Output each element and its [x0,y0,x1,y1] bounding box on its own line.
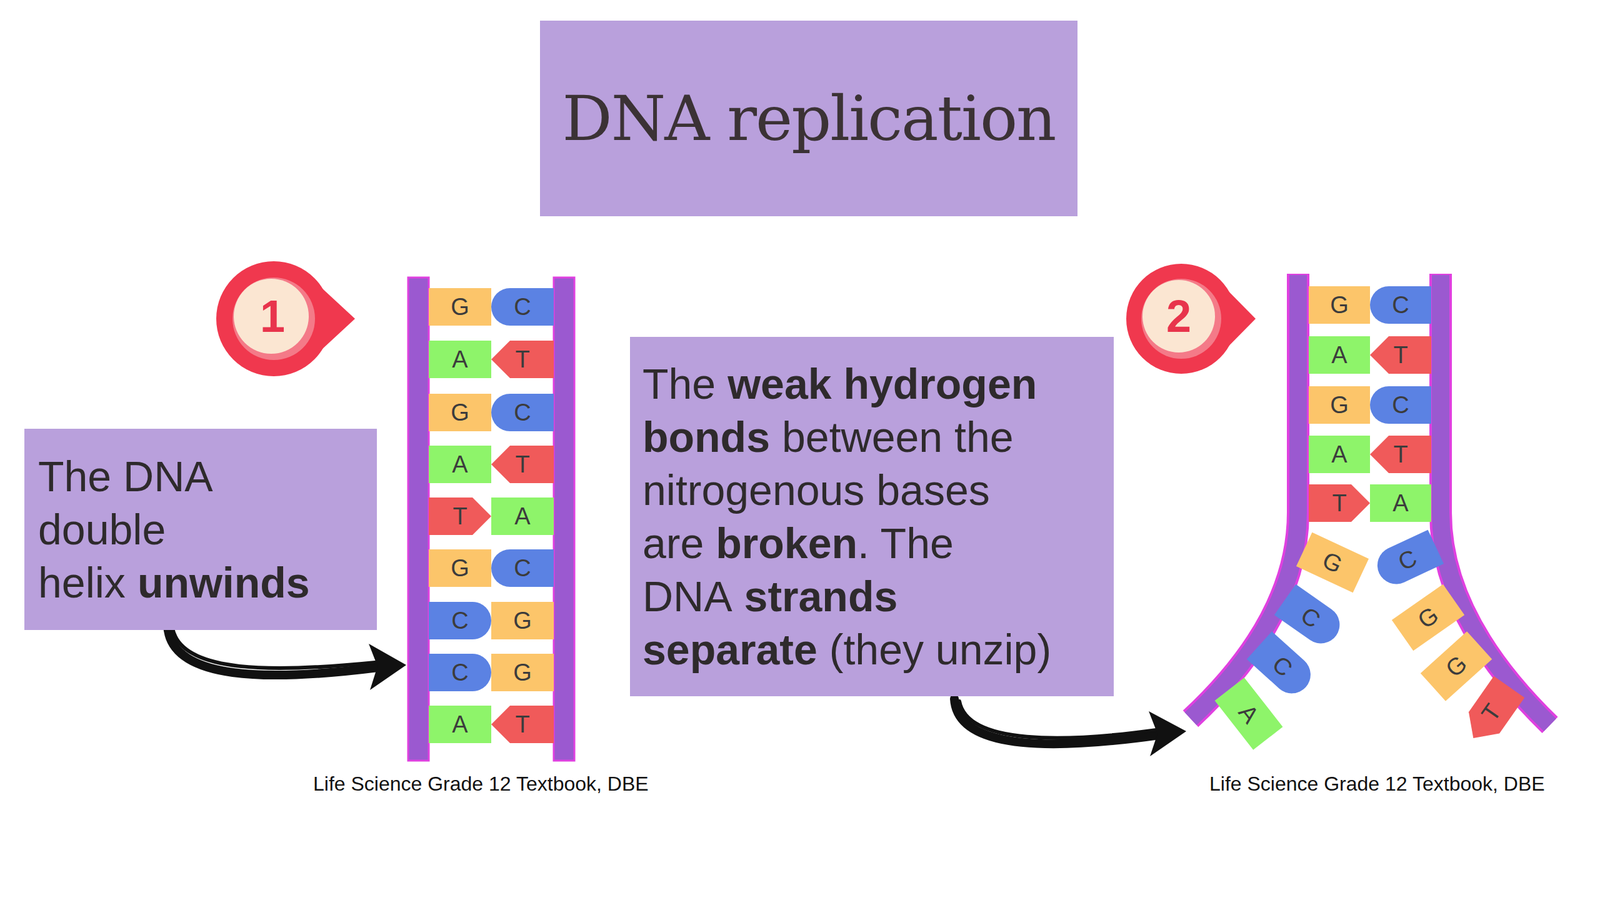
title-box: DNA replication [540,20,1078,217]
nitrogenous-base [491,340,554,379]
base-letter: G [441,552,479,584]
base-letter: G [441,291,479,323]
base-letter: A [441,343,479,375]
nitrogenous-base [1296,532,1369,594]
sugar-phosphate-backbone [408,277,429,761]
title: DNA replication [561,81,1055,155]
source-citation: Life Science Grade 12 Textbook, DBE [313,772,649,796]
nitrogenous-base [1308,484,1370,522]
nitrogenous-base [491,497,554,535]
base-letter: G [503,656,542,689]
nitrogenous-base [1308,435,1370,474]
callout-number: 1 [235,285,310,348]
text-run: The [642,360,716,408]
pointer-arrow [954,698,1187,757]
base-letter: C [1381,389,1420,421]
nitrogenous-base [1371,530,1444,591]
text-run: unwinds [137,558,310,607]
nitrogenous-base [491,601,554,640]
text-run: (they unzip) [829,625,1052,674]
text-run: broken [715,519,858,567]
pointer-arrow [167,625,407,690]
nitrogenous-base [428,705,492,744]
source-citation: Life Science Grade 12 Textbook, DBE [1209,772,1545,796]
base-letter: A [503,500,542,532]
base-letter: T [503,448,542,480]
nitrogenous-base [428,549,492,587]
nitrogenous-base [428,653,492,692]
nitrogenous-base [491,549,554,587]
base-letter: A [441,448,479,480]
nitrogenous-base [1370,484,1432,522]
base-letter: G [441,396,479,429]
box-text: Theweak hydrogen bondsbetween the nitrog… [642,357,1102,677]
base-letter: C [441,656,479,689]
base-letter: T [503,343,542,375]
nitrogenous-base [491,445,554,484]
nitrogenous-base [491,705,554,744]
nitrogenous-base [428,393,492,432]
nitrogenous-base [1420,631,1492,702]
nitrogenous-base [1308,386,1370,424]
text-box: Theweak hydrogen bondsbetween the nitrog… [630,336,1114,697]
base-letter: T [441,500,479,532]
nitrogenous-base [1370,286,1432,324]
nitrogenous-base [1370,336,1432,374]
nitrogenous-base [1391,584,1465,652]
base-letter: G [1320,289,1359,321]
nitrogenous-base [1458,676,1525,749]
base-letter: T [1381,438,1420,470]
base-letter: C [1381,289,1420,321]
base-letter: A [1381,487,1420,519]
text-box: The DNA double helixunwinds [24,428,377,630]
nitrogenous-base [1370,435,1432,474]
base-letter: C [503,291,542,323]
callout-number: 2 [1141,285,1217,348]
base-letter: C [441,605,479,637]
nitrogenous-base [491,288,554,326]
base-letter: C [503,396,542,429]
nitrogenous-base [428,601,492,640]
nitrogenous-base [428,340,492,379]
nitrogenous-base [1308,286,1370,324]
nitrogenous-base [1370,386,1432,424]
base-letter: C [503,552,542,584]
nitrogenous-base [491,393,554,432]
base-letter: G [1320,389,1359,421]
callout-pin [1126,263,1256,374]
base-letter: A [1320,339,1359,371]
box-text: The DNA double helixunwinds [38,450,332,610]
callout-pin [216,261,355,377]
nitrogenous-base [1246,631,1319,702]
base-letter: A [1320,438,1359,470]
nitrogenous-base [491,653,554,692]
nitrogenous-base [428,288,492,326]
base-letter: G [503,605,542,637]
nitrogenous-base [428,445,492,484]
nitrogenous-base [1215,677,1284,750]
base-letter: T [1320,487,1359,519]
base-letter: T [1381,339,1420,371]
nitrogenous-base [1308,336,1370,374]
nitrogenous-base [428,497,492,535]
base-letter: A [441,708,479,740]
nitrogenous-base [1274,584,1347,652]
sugar-phosphate-backbone [553,277,575,761]
base-letter: T [503,708,542,740]
